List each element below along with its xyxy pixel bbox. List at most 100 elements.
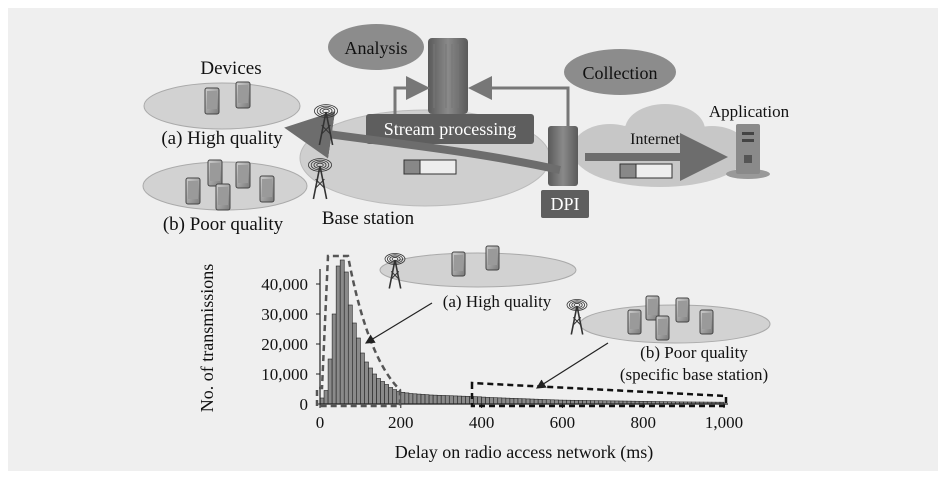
packet-icon (619, 163, 673, 179)
histogram-bar (554, 399, 559, 405)
histogram-bar (545, 399, 551, 405)
histogram-bar (347, 304, 353, 405)
x-tick-label: 0 (316, 413, 325, 432)
phone-icon (235, 161, 251, 189)
phone-icons (185, 81, 275, 211)
histogram-bar (549, 399, 555, 405)
histogram-bar (537, 399, 543, 405)
histogram-bar (360, 352, 365, 405)
histogram-bar (489, 397, 495, 405)
application-server-icon (726, 124, 770, 179)
phone-icon (627, 309, 642, 335)
y-tick-label: 40,000 (261, 275, 308, 294)
internet-label: Internet (630, 131, 680, 148)
poor-quality-inset-area (579, 304, 771, 344)
tower-icon (384, 253, 406, 289)
application-label: Application (709, 102, 790, 121)
histogram-bar (420, 394, 426, 405)
y-tick-label: 20,000 (261, 335, 308, 354)
phone-icon (235, 81, 251, 109)
phone-icon (207, 159, 223, 187)
phone-icon (655, 315, 670, 341)
x-tick-label: 600 (550, 413, 576, 432)
phone-icon (259, 175, 275, 203)
histogram-bar (521, 398, 527, 405)
histogram-bar (448, 395, 454, 405)
y-tick-label: 0 (300, 395, 309, 414)
histogram-bar (343, 271, 349, 405)
high-quality-pointer (364, 302, 433, 344)
stream-processing-label: Stream processing (384, 119, 516, 139)
processing-to-analysis-arrow (393, 76, 430, 118)
histogram-bar (428, 394, 434, 405)
histogram-bar (392, 389, 398, 405)
annotation-specific-base-station: (specific base station) (620, 365, 768, 384)
histogram-bar (493, 397, 499, 405)
poor-quality-highlight (470, 381, 728, 408)
histogram-bar (368, 367, 373, 405)
histogram-bar (323, 390, 329, 405)
histogram-bar (481, 396, 486, 405)
histogram-bar (444, 395, 450, 405)
histogram-bar (477, 396, 482, 405)
histogram-bar (457, 395, 462, 405)
y-tick-label: 10,000 (261, 365, 308, 384)
histogram-bar (356, 337, 361, 405)
x-tick-label: 200 (388, 413, 414, 432)
histogram-bar (501, 397, 507, 405)
collection-bubble (564, 49, 676, 95)
high-quality-label: (a) High quality (161, 128, 283, 149)
histogram-bar (525, 398, 531, 405)
histogram-bar (339, 259, 345, 405)
histogram-bar (473, 396, 478, 405)
histogram-bar (372, 373, 377, 405)
annotation-high-quality: (a) High quality (443, 292, 552, 311)
histogram-bar (505, 397, 511, 405)
histogram-bar (364, 361, 369, 405)
histogram-bar (533, 398, 539, 405)
histogram-bar (461, 395, 466, 405)
dpi-server (548, 126, 578, 186)
histogram-bar (352, 322, 357, 405)
collection-label: Collection (583, 63, 658, 83)
histogram-bar (327, 358, 333, 405)
tower-icons (384, 253, 588, 335)
x-tick-label: 400 (469, 413, 495, 432)
poor-quality-pointer (535, 342, 609, 389)
base-station-label: Base station (322, 208, 415, 229)
histogram-bar (465, 396, 470, 405)
stream-processing-box (366, 114, 534, 144)
high-quality-highlight (315, 254, 402, 408)
histogram-bar (319, 397, 325, 405)
phone-icon (185, 177, 201, 205)
x-tick-label: 1,000 (705, 413, 743, 432)
tower-icons (308, 104, 338, 200)
x-tick-label: 800 (630, 413, 656, 432)
tower-icon (308, 158, 332, 200)
histogram-bar (485, 397, 490, 405)
chart-axes (319, 269, 728, 405)
histogram-bar (432, 394, 438, 405)
histogram-bar (440, 395, 446, 405)
histogram-bar (497, 397, 503, 405)
tower-icon (314, 104, 338, 146)
dpi-box (541, 190, 589, 218)
phone-icon (645, 295, 660, 321)
y-axis-label: No. of transmissions (197, 264, 217, 413)
histogram-bar (529, 398, 535, 405)
histogram-bar (335, 265, 341, 405)
phone-icons (451, 245, 714, 341)
histogram-bar (513, 398, 519, 405)
histogram-bar (404, 392, 410, 405)
histogram-bar (453, 395, 458, 405)
histogram-bar (416, 393, 422, 405)
histogram-bar (331, 313, 337, 405)
phone-icon (485, 245, 500, 271)
histogram-bar (388, 387, 394, 405)
dpi-label: DPI (550, 194, 579, 214)
histogram-bar (384, 384, 389, 405)
analysis-server-lines (433, 44, 459, 108)
